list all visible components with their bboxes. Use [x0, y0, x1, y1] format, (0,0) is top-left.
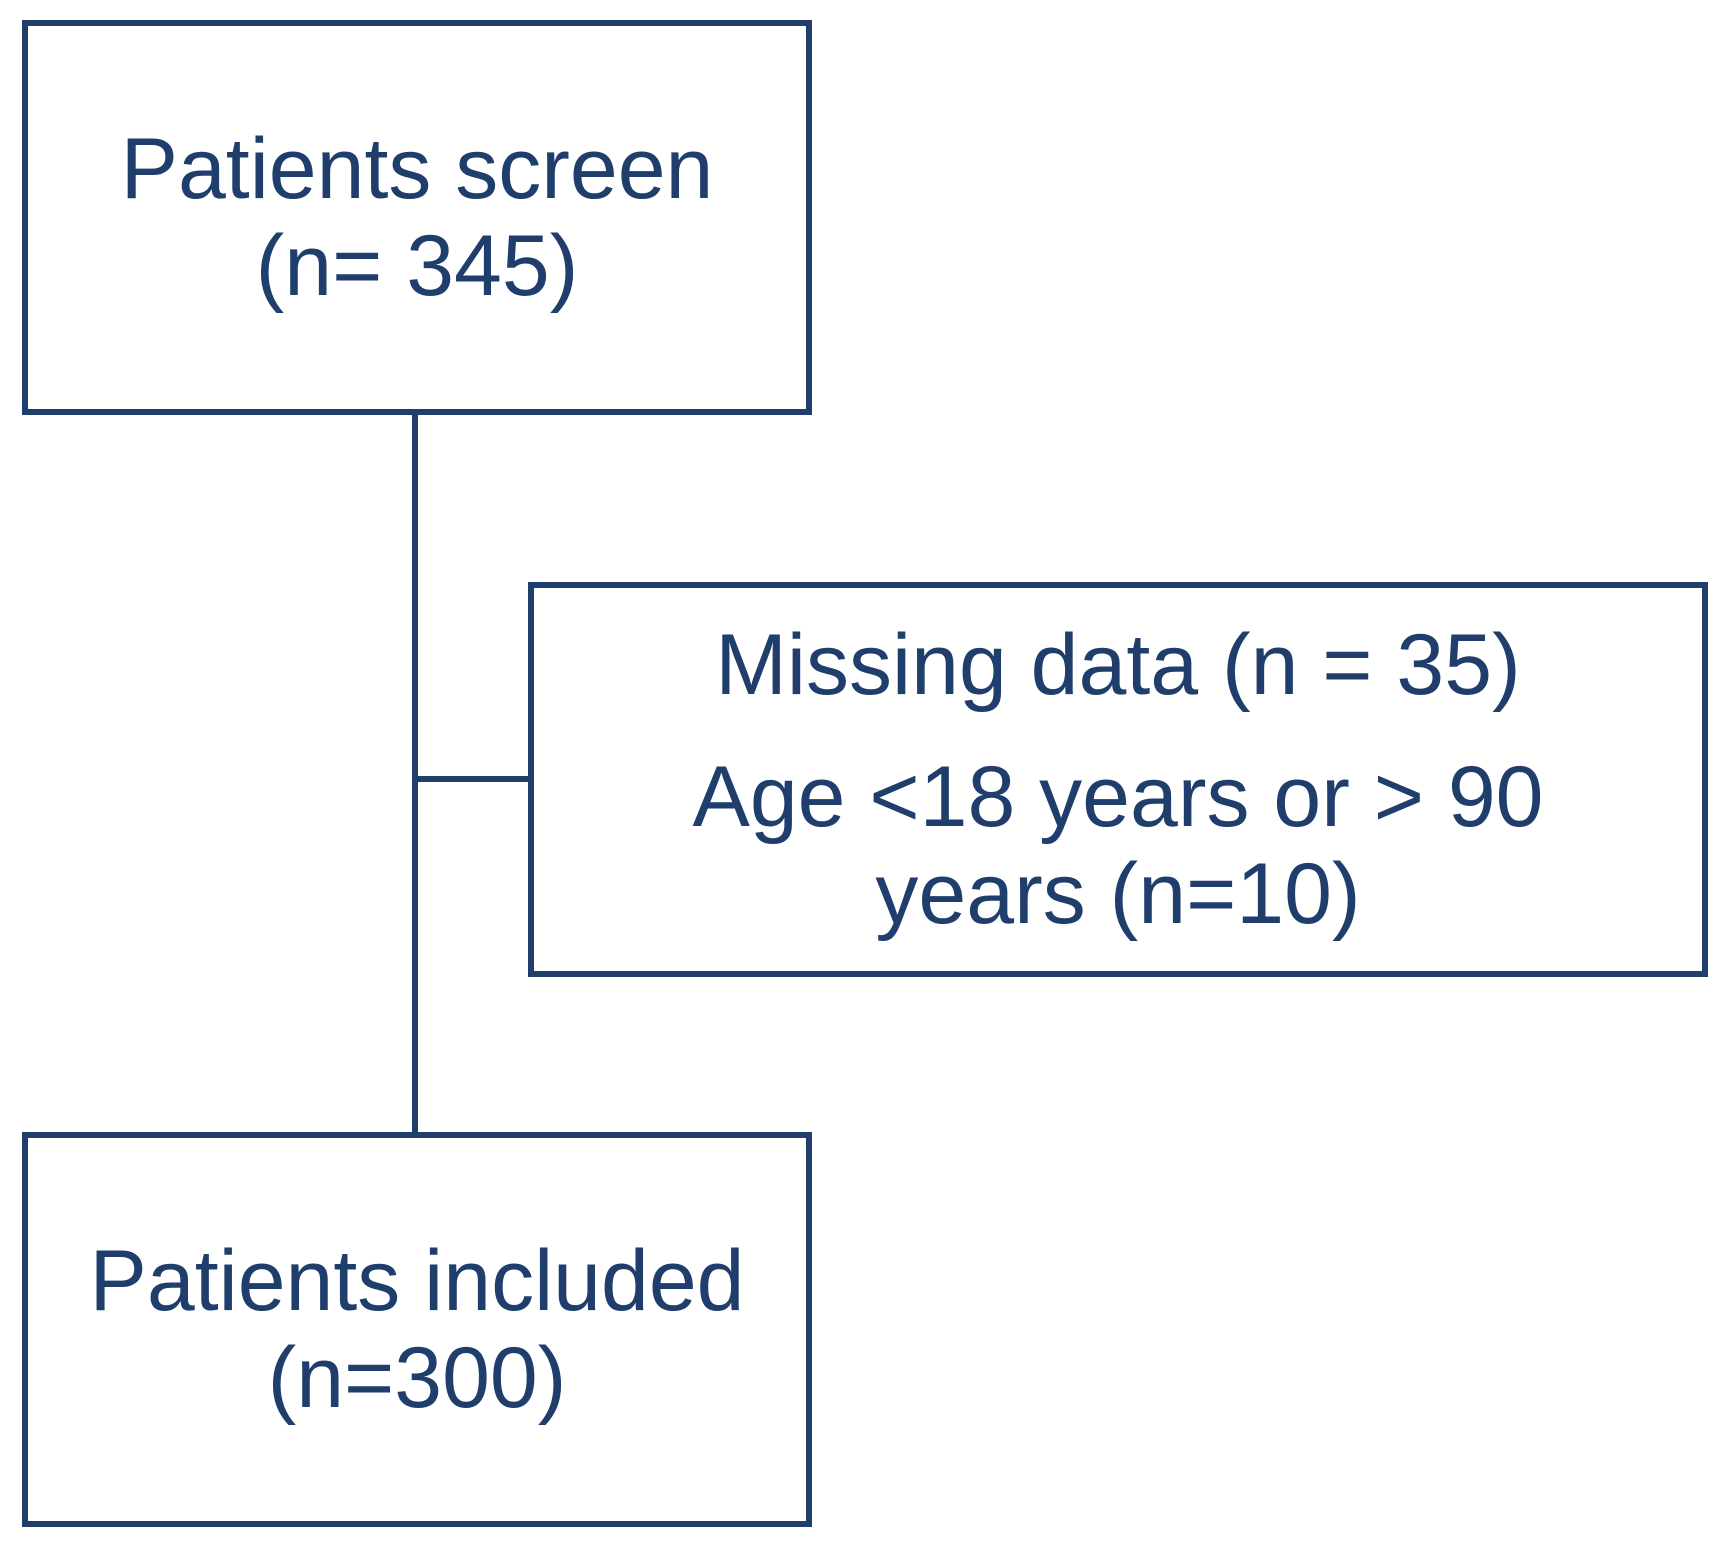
screened-patients-box: Patients screen (n= 345) [22, 20, 812, 415]
exclusion-branch-connector [412, 776, 528, 782]
main-flow-connector [412, 415, 418, 1132]
age-exclusion-line-1: Age <18 years or > 90 [692, 749, 1544, 846]
included-count: (n=300) [267, 1329, 567, 1426]
missing-data-exclusion: Missing data (n = 35) [715, 617, 1521, 714]
included-label: Patients included [89, 1233, 745, 1330]
screened-count: (n= 345) [255, 217, 579, 314]
age-exclusion-line-2: years (n=10) [875, 845, 1361, 942]
exclusion-box: Missing data (n = 35) Age <18 years or >… [528, 582, 1708, 977]
included-patients-box: Patients included (n=300) [22, 1132, 812, 1527]
screened-label: Patients screen [120, 121, 714, 218]
